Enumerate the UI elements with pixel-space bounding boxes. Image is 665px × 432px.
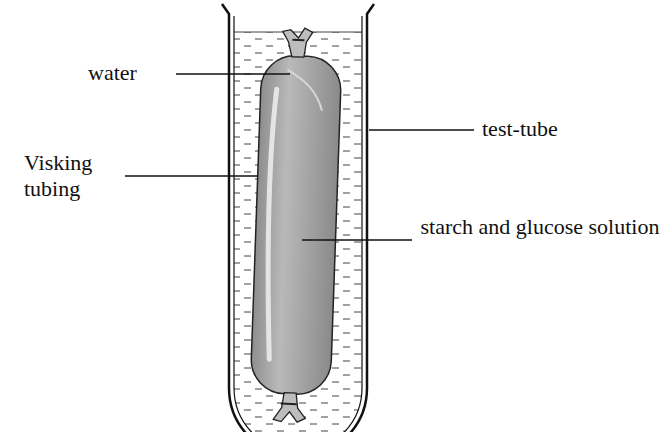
test-tube-inner-wall	[234, 16, 362, 432]
part-label: Visking tubing	[24, 150, 124, 202]
leader-line	[302, 239, 412, 240]
water-surface	[234, 32, 362, 33]
water-fill	[230, 32, 366, 432]
part-label: test-tube	[482, 116, 558, 142]
visking-tubing	[249, 27, 343, 424]
leader-line	[125, 175, 258, 176]
leader-line	[176, 73, 290, 74]
test-tube-wall	[222, 4, 374, 432]
part-label: water	[88, 60, 137, 86]
leader-line	[369, 129, 474, 130]
part-label: starch and glucose solution	[420, 214, 660, 240]
